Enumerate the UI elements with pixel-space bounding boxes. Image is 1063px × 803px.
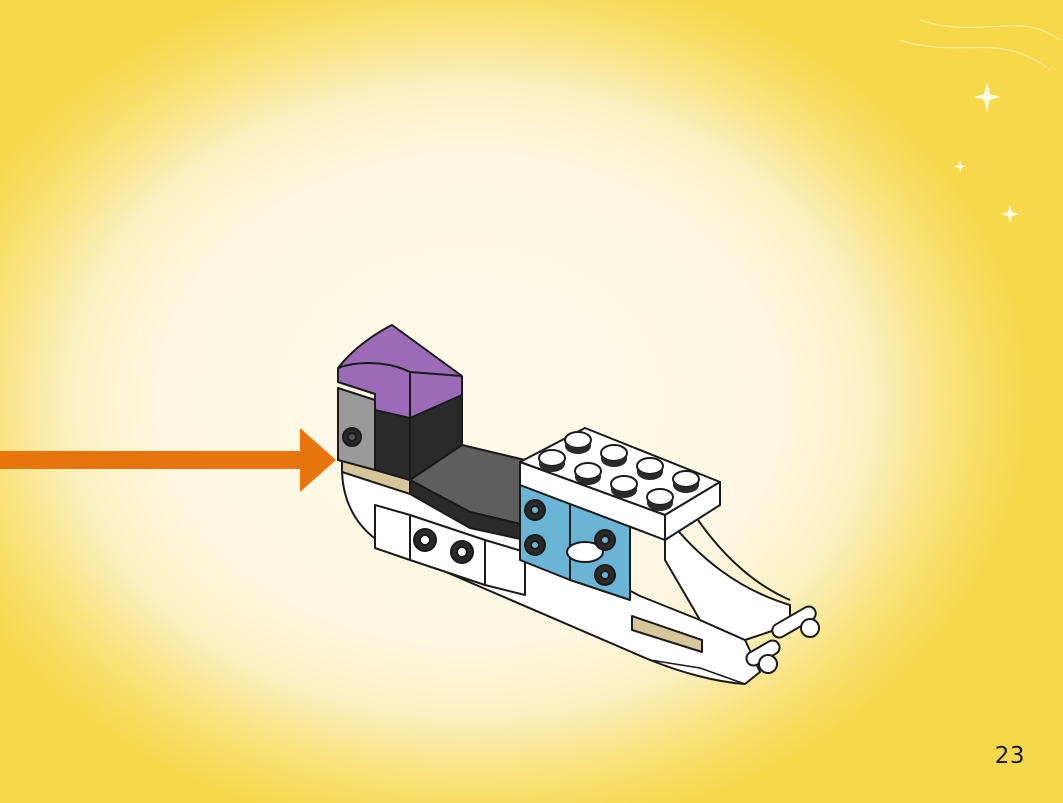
page-number: 23 <box>994 743 1025 769</box>
arrow-right-icon <box>0 428 336 492</box>
sleigh-model <box>337 324 820 685</box>
